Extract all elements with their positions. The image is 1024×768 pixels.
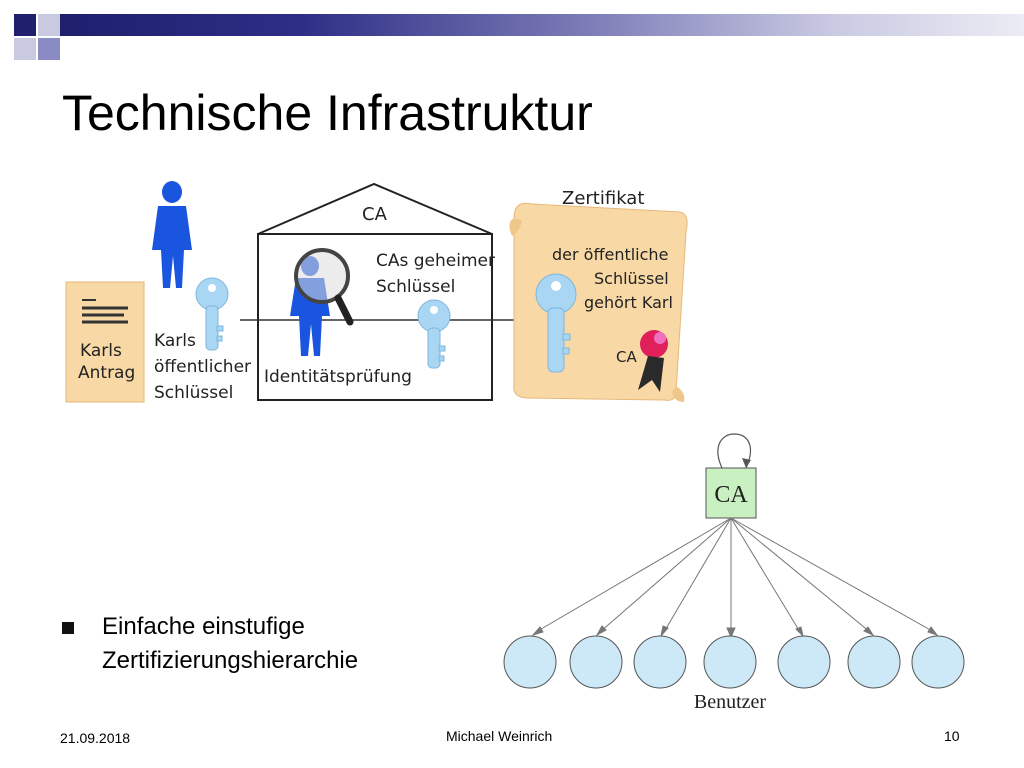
hierarchy-edge	[730, 517, 801, 633]
hierarchy-edge	[730, 517, 871, 633]
header-square-light	[38, 14, 60, 36]
hierarchy-diagram: CA Benutzer	[503, 433, 965, 713]
identity-check-label: Identitätsprüfung	[264, 367, 412, 387]
karl-key-icon	[195, 277, 229, 351]
bullet-marker	[62, 622, 74, 634]
certificate-text-line2: Schlüssel	[594, 269, 669, 288]
header-square-small	[38, 38, 60, 60]
request-paper	[65, 281, 145, 403]
slide-title: Technische Infrastruktur	[62, 85, 593, 141]
user-node	[777, 635, 831, 689]
user-node	[703, 635, 757, 689]
karl-key-label-line2: öffentlicher	[154, 357, 251, 377]
ca-secret-key-label-line1: CAs geheimer	[376, 251, 495, 271]
karl-key-label-line3: Schlüssel	[154, 383, 233, 403]
footer-author: Michael Weinrich	[446, 728, 553, 744]
header-square-dark	[14, 14, 36, 36]
user-node	[633, 635, 687, 689]
bullet-text: Einfache einstufige Zertifizierungshiera…	[102, 613, 359, 674]
footer-page-number: 10	[944, 728, 960, 744]
ca-house-label: CA	[362, 204, 388, 225]
hierarchy-edge	[663, 517, 732, 633]
ca-secret-key-icon	[417, 299, 451, 369]
footer-date: 21.09.2018	[60, 730, 131, 746]
header-square-mid	[14, 38, 36, 60]
user-node	[847, 635, 901, 689]
user-node	[569, 635, 623, 689]
certificate-text-line3: gehört Karl	[584, 293, 673, 312]
header-gradient-bar	[60, 14, 1024, 36]
ca-self-loop	[717, 433, 751, 469]
users-label: Benutzer	[694, 691, 767, 713]
ca-secret-key-label-line2: Schlüssel	[376, 277, 455, 297]
user-node	[911, 635, 965, 689]
hierarchy-edge	[535, 517, 732, 633]
request-label-line1: Karls	[80, 341, 122, 361]
certificate-text-line1: der öffentliche	[552, 245, 668, 264]
karl-person-icon	[152, 181, 192, 288]
ca-root-node	[705, 467, 757, 519]
hierarchy-edge	[730, 517, 935, 633]
user-node	[503, 635, 557, 689]
karl-key-label-line1: Karls	[154, 331, 196, 351]
request-label-line2: Antrag	[78, 363, 135, 383]
certificate-key-icon	[535, 273, 577, 373]
hierarchy-edge	[599, 517, 732, 633]
certificate-seal-label: CA	[616, 348, 637, 366]
seal-icon	[638, 330, 668, 392]
certificate-title: Zertifikat	[562, 188, 644, 209]
ca-root-label: CA	[714, 482, 748, 508]
ca-house	[257, 182, 493, 401]
pki-illustration: Karls Antrag Karls öffentlicher Schlüsse…	[65, 181, 688, 403]
magnifier-icon	[294, 248, 354, 326]
